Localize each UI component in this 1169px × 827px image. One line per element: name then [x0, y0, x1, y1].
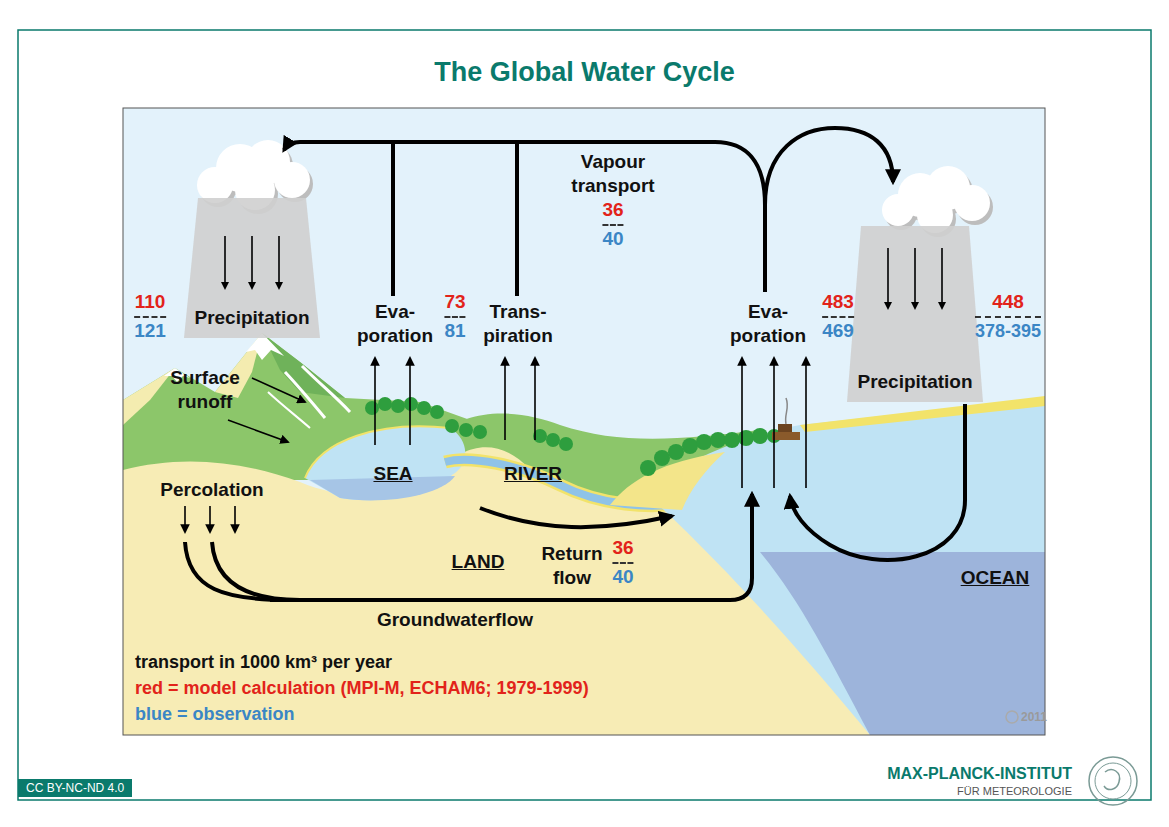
precipitation-band: Precipitation: [184, 198, 320, 338]
rain-arrow-line: [224, 236, 226, 283]
label-slot: Vapour transport: [571, 150, 654, 198]
label-slot: 121: [134, 316, 166, 343]
region-name: LAND: [452, 550, 505, 574]
rain-arrow-head: [275, 282, 283, 290]
label-slot: FÜR METEOROLOGIE: [957, 784, 1072, 798]
label-slot: SEA: [373, 462, 412, 486]
label-slot: 448: [992, 290, 1024, 314]
process-label: Surface runoff: [170, 366, 240, 414]
institute-subtitle: FÜR METEOROLOGIE: [957, 784, 1072, 798]
observed-value: 40: [602, 224, 623, 251]
rain-arrow-head: [884, 302, 892, 310]
watermark: 2011: [1021, 708, 1047, 726]
rain-arrow-head: [938, 302, 946, 310]
label-slot: 40: [612, 562, 633, 589]
label-slot: Surface runoff: [170, 366, 240, 414]
label-slot: 73: [444, 290, 465, 314]
process-label: Percolation: [160, 478, 263, 502]
label-slot: Groundwaterflow: [377, 608, 533, 632]
rain-arrow-head: [911, 302, 919, 310]
model-value: 36: [602, 198, 623, 222]
label-slot: Eva- poration: [357, 300, 433, 348]
label-slot: red = model calculation (MPI-M, ECHAM6; …: [135, 676, 589, 700]
rain-arrow-head: [248, 282, 256, 290]
rain-band: [847, 226, 983, 402]
model-value: 73: [444, 290, 465, 314]
institute-name: MAX-PLANCK-INSTITUT: [887, 764, 1072, 784]
label-slot: Trans- piration: [483, 300, 553, 348]
process-label: Vapour transport: [571, 150, 654, 198]
region-name: SEA: [373, 462, 412, 486]
key-note: blue = observation: [135, 702, 295, 726]
label-slot: CC BY-NC-ND 4.0: [18, 779, 132, 797]
precipitation-band: Precipitation: [847, 226, 983, 402]
region-name: OCEAN: [961, 566, 1030, 590]
rain-arrow-line: [251, 236, 253, 283]
label-slot: MAX-PLANCK-INSTITUT: [887, 764, 1072, 784]
observed-value: 378-395: [975, 316, 1041, 343]
process-label: Eva- poration: [730, 300, 806, 348]
model-value: 36: [612, 536, 633, 560]
process-label: Return flow: [541, 542, 602, 590]
rain-arrow-line: [941, 248, 943, 303]
label-slot: transport in 1000 km³ per year: [135, 650, 392, 674]
observed-value: 40: [612, 562, 633, 589]
label-slot: Return flow: [541, 542, 602, 590]
label-slot: Eva- poration: [730, 300, 806, 348]
label-slot: 36: [602, 198, 623, 222]
model-value: 448: [992, 290, 1024, 314]
title-slot: The Global Water Cycle: [0, 56, 1169, 88]
label-slot: 378-395: [975, 316, 1041, 343]
label-slot: RIVER: [504, 462, 562, 486]
model-value: 483: [822, 290, 854, 314]
model-value: 110: [135, 290, 166, 314]
observed-value: 469: [822, 316, 854, 343]
label-slot: 2011: [1021, 708, 1047, 726]
observed-value: 121: [134, 316, 166, 343]
key-note: red = model calculation (MPI-M, ECHAM6; …: [135, 676, 589, 700]
label-slot: LAND: [452, 550, 505, 574]
rain-arrow-head: [221, 282, 229, 290]
label-slot: Percolation: [160, 478, 263, 502]
license-badge: CC BY-NC-ND 4.0: [18, 779, 132, 797]
label-slot: 40: [602, 224, 623, 251]
band-label: Precipitation: [857, 370, 972, 394]
process-label: Groundwaterflow: [377, 608, 533, 632]
region-name: RIVER: [504, 462, 562, 486]
label-slot: 110: [135, 290, 166, 314]
label-slot: 469: [822, 316, 854, 343]
observed-value: 81: [444, 316, 465, 343]
band-label: Precipitation: [194, 306, 309, 330]
rain-arrow-line: [278, 236, 280, 283]
label-slot: 81: [444, 316, 465, 343]
process-label: Eva- poration: [357, 300, 433, 348]
rain-arrow-line: [914, 248, 916, 303]
unit-note: transport in 1000 km³ per year: [135, 650, 392, 674]
diagram-title: The Global Water Cycle: [434, 56, 735, 88]
label-slot: 483: [822, 290, 854, 314]
rain-band: [184, 198, 320, 338]
rain-arrow-line: [887, 248, 889, 303]
label-slot: 36: [612, 536, 633, 560]
label-slot: blue = observation: [135, 702, 295, 726]
label-slot: OCEAN: [961, 566, 1030, 590]
process-label: Trans- piration: [483, 300, 553, 348]
